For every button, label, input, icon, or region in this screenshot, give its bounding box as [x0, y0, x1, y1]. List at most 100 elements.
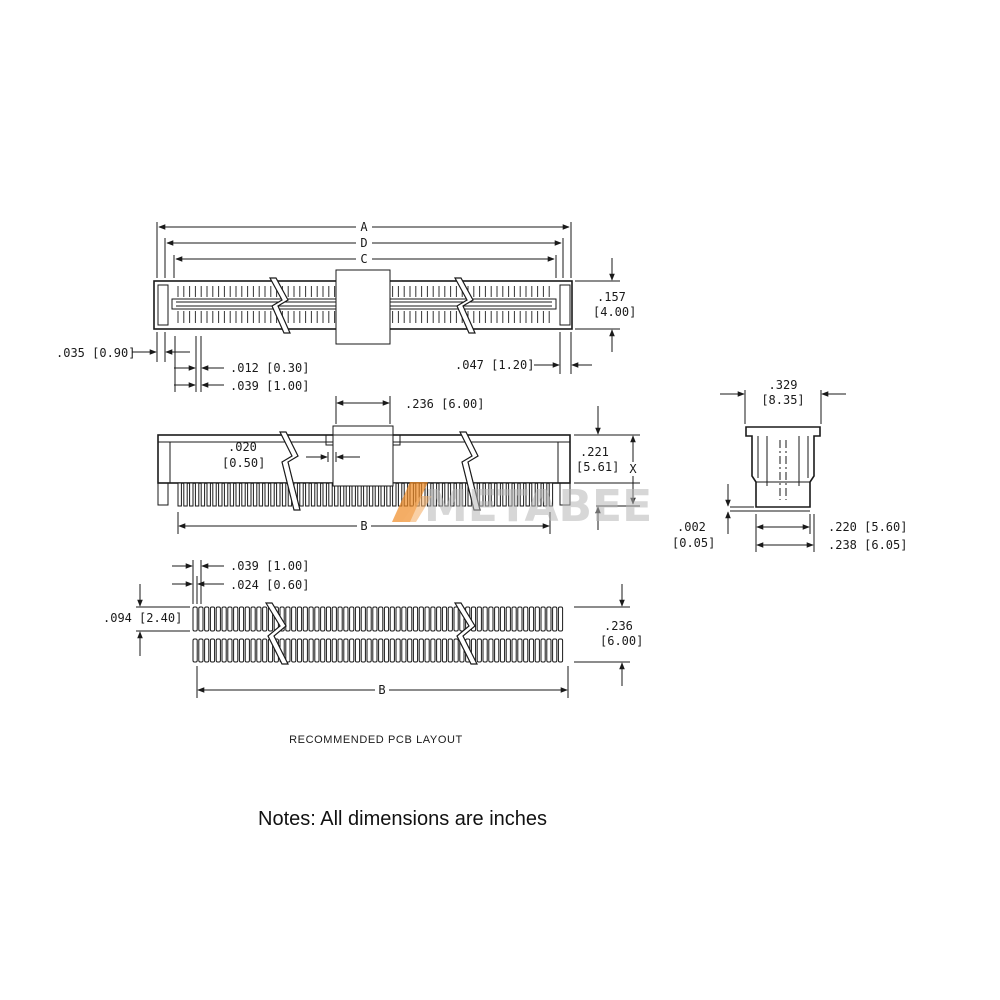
side-pin [183, 482, 188, 507]
pcb-pad [331, 638, 337, 663]
side-pin [496, 482, 501, 507]
pcb-pad [424, 638, 430, 663]
side-center-width-dim: .236 [6.00] [405, 397, 484, 411]
pcb-pad [395, 606, 401, 632]
pcb-pad [366, 606, 372, 632]
end-view-body [745, 426, 821, 508]
pcb-pad-width-dim: .024 [0.60] [230, 578, 309, 592]
pcb-pad [215, 606, 221, 632]
pcb-pad [407, 638, 413, 663]
end-gap-in: .002 [677, 520, 706, 534]
side-pin [508, 482, 513, 507]
top-pin-pitch-dim: .039 [1.00] [230, 379, 309, 393]
pcb-pad [505, 606, 511, 632]
pcb-pad [233, 638, 239, 663]
pcb-pad [407, 606, 413, 632]
pcb-pad [378, 638, 384, 663]
pcb-pad [291, 638, 297, 663]
side-pin [305, 482, 310, 507]
pcb-layout-caption: RECOMMENDED PCB LAYOUT [289, 734, 463, 746]
end-width-mm: [8.35] [761, 393, 804, 407]
pcb-break-left [264, 602, 289, 665]
pcb-pad [383, 638, 390, 663]
pcb-pad [488, 606, 494, 632]
side-pin [212, 482, 217, 507]
watermark-logo: METABEE [392, 481, 652, 532]
pcb-pad [198, 606, 204, 632]
side-pin [455, 482, 461, 507]
dim-d-label: D [360, 236, 367, 250]
side-pin [502, 482, 507, 507]
end-width-in: .329 [769, 378, 798, 392]
pcb-pad [528, 606, 535, 632]
pcb-pad [314, 638, 320, 663]
side-pin [426, 482, 432, 507]
pcb-pad [314, 606, 320, 632]
pcb-pad [296, 606, 303, 632]
pcb-pad [441, 606, 448, 632]
notes-text: Notes: All dimensions are inches [258, 808, 547, 830]
pcb-pad [209, 638, 216, 663]
side-dim-x: X [629, 462, 637, 476]
side-pin [438, 482, 443, 507]
pcb-pad [221, 606, 227, 632]
pcb-pad [540, 638, 546, 663]
side-break-right [459, 431, 481, 511]
side-pin [444, 482, 449, 507]
watermark-text: METABEE [424, 481, 652, 532]
pcb-pad [331, 606, 337, 632]
side-pin [235, 482, 240, 507]
side-pin [252, 482, 258, 507]
side-pin [270, 482, 275, 507]
pcb-pad [372, 606, 378, 632]
top-break-right [453, 277, 476, 334]
pcb-pad [349, 638, 355, 663]
pcb-pad [285, 606, 291, 632]
pcb-pad [308, 606, 314, 632]
pcb-pad [360, 606, 366, 632]
pcb-pad [453, 606, 459, 632]
side-break-left [279, 431, 301, 511]
pcb-pad [494, 606, 500, 632]
side-pin [519, 482, 525, 507]
side-pin [264, 482, 269, 507]
pcb-pad [395, 638, 401, 663]
pcb-break-right [453, 602, 478, 665]
pcb-pad [337, 638, 343, 663]
pcb-pad [250, 606, 256, 632]
side-pin [200, 482, 206, 507]
pcb-dim-b: B [378, 683, 385, 697]
pcb-pad [354, 606, 361, 632]
side-pin [537, 482, 542, 507]
pcb-pad [378, 606, 384, 632]
pcb-pad [372, 638, 378, 663]
side-pin [316, 482, 322, 507]
top-height-mm: [4.00] [593, 305, 636, 319]
side-pin [241, 482, 246, 507]
pcb-pad [401, 606, 407, 632]
pcb-pad [325, 638, 332, 663]
pcb-pad [285, 638, 291, 663]
pcb-pad [552, 606, 558, 632]
side-pin [223, 482, 229, 507]
pcb-pad [291, 606, 297, 632]
side-pin [189, 482, 194, 507]
pcb-pad [366, 638, 372, 663]
pcb-pad [453, 638, 459, 663]
pcb-pad [476, 606, 482, 632]
pcb-pad [244, 638, 250, 663]
side-pin [322, 482, 327, 507]
top-height-in: .157 [597, 290, 626, 304]
pcb-pad [308, 638, 314, 663]
pcb-pad [557, 606, 564, 632]
pcb-row-span-mm: [6.00] [600, 634, 643, 648]
pcb-layout: .039 [1.00] .024 [0.60] .094 [2.40] .236… [103, 559, 643, 746]
dim-c-label: C [360, 252, 367, 266]
pcb-pad [436, 638, 442, 663]
pcb-pad [546, 638, 552, 663]
side-pin [490, 482, 496, 507]
pcb-pad [412, 638, 419, 663]
pcb-pad [494, 638, 500, 663]
side-pin [479, 482, 484, 507]
